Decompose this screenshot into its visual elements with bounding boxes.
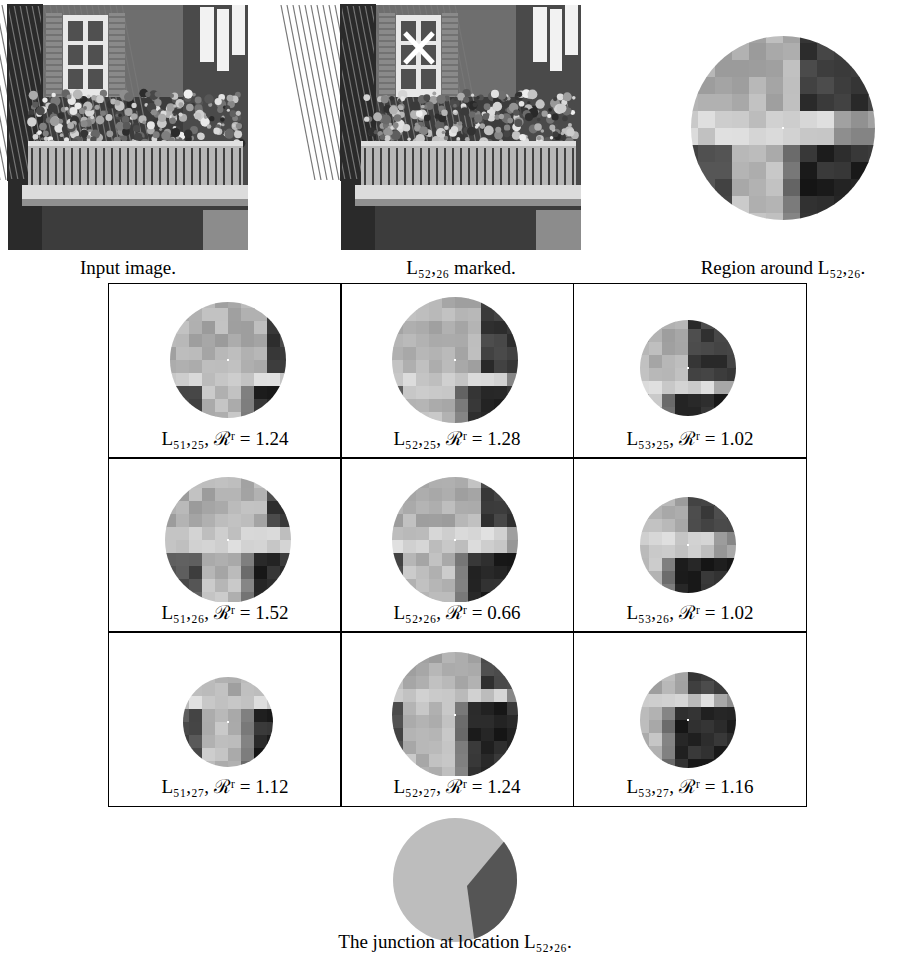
center-dot <box>454 714 456 716</box>
table-cell: L₅₁,₂₇, ℛʳ = 1.12 <box>108 631 342 807</box>
image-patch <box>150 282 307 439</box>
caption-row: L₅₃,₂₇, ℛʳ = 1.16 <box>574 776 806 799</box>
center-dot <box>227 359 229 361</box>
image-patch <box>623 480 754 611</box>
image-patch <box>377 637 534 794</box>
caption-row: L₅₁,₂₅, ℛʳ = 1.24 <box>109 428 341 451</box>
junction-model <box>393 818 517 942</box>
cell-caption: L₅₁,₂₆, ℛʳ = 1.52 <box>160 602 291 625</box>
cell-caption: L₅₃,₂₇, ℛʳ = 1.16 <box>625 776 756 799</box>
cell-caption: L₅₂,₂₆, ℛʳ = 0.66 <box>392 602 523 625</box>
center-dot <box>454 539 456 541</box>
figure-caption: The junction at location L₅₂,₂₆. <box>338 931 571 954</box>
table-cell: L₅₁,₂₅, ℛʳ = 1.24 <box>108 283 342 459</box>
cell-caption: L₅₁,₂₅, ℛʳ = 1.24 <box>160 428 291 451</box>
caption-row: L₅₂,₂₇, ℛʳ = 1.24 <box>341 776 573 799</box>
cell-caption: L₅₂,₂₇, ℛʳ = 1.24 <box>392 776 523 799</box>
caption-row: L₅₂,₂₆, ℛʳ = 0.66 <box>341 602 573 625</box>
center-dot <box>687 367 689 369</box>
table-cell: L₅₁,₂₆, ℛʳ = 1.52 <box>108 457 342 633</box>
table-cell: L₅₂,₂₆, ℛʳ = 0.66 <box>340 457 574 633</box>
photo <box>0 5 248 250</box>
caption-row: L₅₂,₂₅, ℛʳ = 1.28 <box>341 428 573 451</box>
center-dot <box>687 719 689 721</box>
table-cell: L₅₃,₂₇, ℛʳ = 1.16 <box>573 631 807 807</box>
image-patch <box>377 462 534 619</box>
image-caption: Region around L₅₂,₂₆. <box>701 257 866 280</box>
caption-row: L₅₁,₂₆, ℛʳ = 1.52 <box>109 602 341 625</box>
cell-caption: L₅₃,₂₅, ℛʳ = 1.02 <box>625 428 756 451</box>
center-dot <box>782 127 784 129</box>
cell-caption: L₅₂,₂₅, ℛʳ = 1.28 <box>392 428 523 451</box>
cell-caption: L₅₁,₂₇, ℛʳ = 1.12 <box>160 776 291 799</box>
image-caption: L₅₂,₂₆ marked. <box>406 257 515 280</box>
center-dot <box>227 539 229 541</box>
table-cell: L₅₃,₂₅, ℛʳ = 1.02 <box>573 283 807 459</box>
center-dot <box>227 721 229 723</box>
image-patch <box>623 303 754 434</box>
center-dot <box>687 544 689 546</box>
image-patch <box>377 282 534 439</box>
image-patch <box>163 657 294 788</box>
caption-row: L₅₃,₂₆, ℛʳ = 1.02 <box>574 602 806 625</box>
caption-row: L₅₁,₂₇, ℛʳ = 1.12 <box>109 776 341 799</box>
photo <box>281 5 581 250</box>
table-cell: L₅₂,₂₇, ℛʳ = 1.24 <box>340 631 574 807</box>
caption-row: L₅₃,₂₅, ℛʳ = 1.02 <box>574 428 806 451</box>
table-cell: L₅₃,₂₆, ℛʳ = 1.02 <box>573 457 807 633</box>
cell-caption: L₅₃,₂₆, ℛʳ = 1.02 <box>625 602 756 625</box>
image-patch <box>664 9 903 248</box>
image-patch <box>623 655 754 786</box>
image-caption: Input image. <box>80 257 176 280</box>
center-dot <box>454 359 456 361</box>
table-cell: L₅₂,₂₅, ℛʳ = 1.28 <box>340 283 574 459</box>
image-patch <box>150 462 307 619</box>
